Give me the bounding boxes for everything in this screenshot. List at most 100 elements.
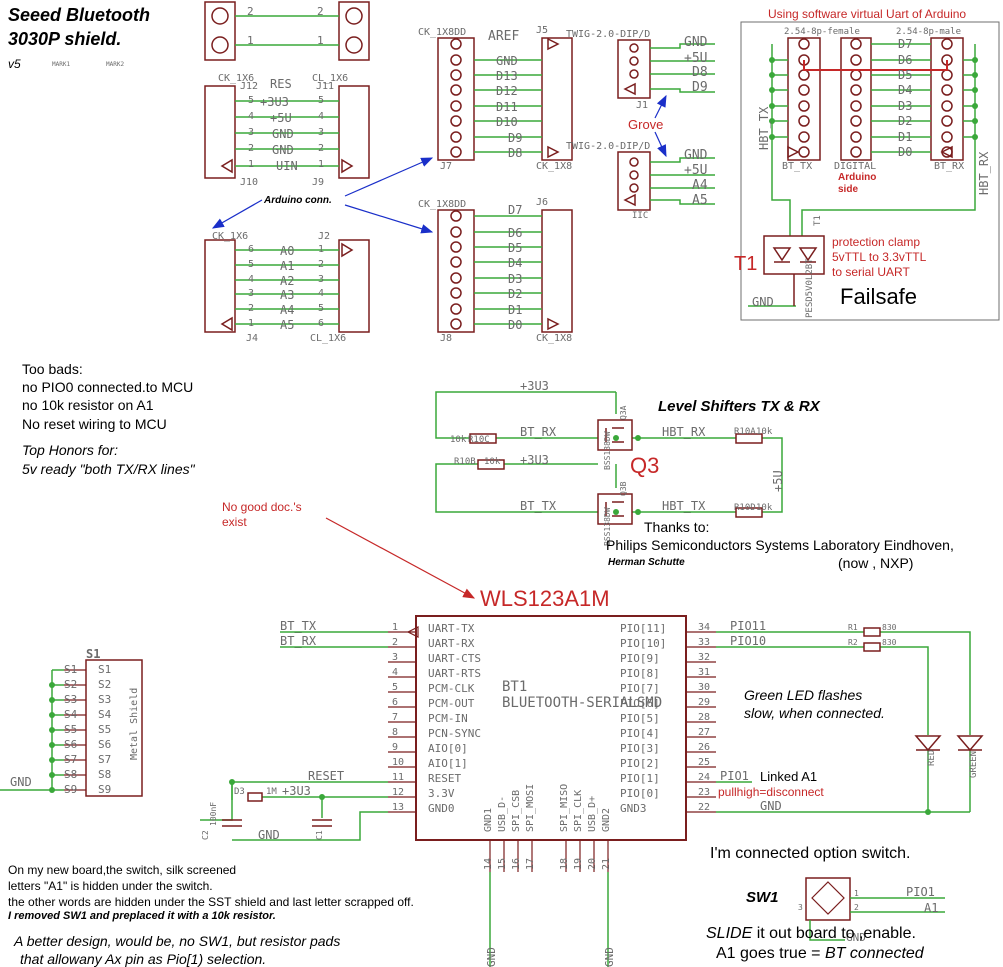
bt1-pin-number: 21 <box>601 857 612 870</box>
net-label: D8 <box>692 65 708 80</box>
v33-net-2: +3U3 <box>520 453 549 467</box>
s1-pin-label: S1 <box>64 663 78 676</box>
arduino-side-note: side <box>838 184 859 195</box>
annotation-arrows <box>211 94 667 599</box>
bt1-pin-name: UART-RX <box>428 637 475 650</box>
bt1-pin-number: 15 <box>497 857 508 870</box>
r-value: 10k <box>756 427 773 437</box>
bt1-pin-name: GND0 <box>428 802 455 815</box>
reset-net: RESET <box>308 769 345 783</box>
v33-net: +3U3 <box>520 379 549 393</box>
q3a-label: Q3A <box>619 405 628 420</box>
s1-pin-label: S6 <box>64 738 78 751</box>
version-label: v5 <box>8 57 21 71</box>
net-label: +5U <box>684 163 708 178</box>
bt1-pin-name: AIO[0] <box>428 742 468 755</box>
pin-label: 3 <box>248 288 255 299</box>
s1-pin-label: S9 <box>64 783 78 796</box>
c2-label: C2 <box>201 830 210 840</box>
digital-header-j7 <box>437 37 573 161</box>
r1-value: 830 <box>882 623 897 632</box>
s1-pin-label: S9 <box>98 783 112 796</box>
herman-note: Herman Schutte <box>608 557 685 568</box>
r-ref: R10A <box>734 427 756 437</box>
green-led-note: slow, when connected. <box>744 705 885 721</box>
pio11-net: PIO11 <box>730 619 767 633</box>
bt1-pin-name: PCN-SYNC <box>428 727 481 740</box>
pin-label: 2 <box>248 303 255 314</box>
no-docs-note: No good doc.'s <box>222 500 302 514</box>
c1-label: C1 <box>315 830 324 840</box>
j10-label: J10 <box>240 177 259 188</box>
clamp-note: to serial UART <box>832 265 910 279</box>
grove-connectors <box>617 39 715 211</box>
top-honors-line: 5v ready "both TX/RX lines" <box>22 461 195 477</box>
digital-header-j8 <box>437 209 573 333</box>
pin-label: 5 <box>248 95 255 106</box>
bt1-pin-number: 32 <box>698 652 711 663</box>
net-label: A1 <box>280 259 295 273</box>
j4-footprint-cl: CL_1X6 <box>310 333 347 344</box>
hbt-rx-net: HBT_RX <box>977 151 991 195</box>
gnd-net-bottom-2: GND <box>603 947 616 967</box>
sw1-a1-net: A1 <box>924 901 939 915</box>
bt1-pin-name: SPI_MISO <box>559 783 570 832</box>
sw1-gnd-net: GND <box>846 931 866 944</box>
failsafe-label: Failsafe <box>840 284 918 309</box>
hbt-rx-net-ls: HBT_RX <box>662 425 706 439</box>
bt1-pin-number: 22 <box>698 802 711 813</box>
s1-pin-label: S4 <box>98 708 112 721</box>
pin-label: 5 <box>248 259 255 270</box>
pin-label: 1 <box>248 159 255 170</box>
top-honors-line: Top Honors for: <box>22 442 118 458</box>
title-line-2: 3030P shield. <box>8 29 122 49</box>
pin-label: 6 <box>248 244 255 255</box>
r-ref: R10B <box>454 457 476 467</box>
net-label: D5 <box>898 68 913 82</box>
bt1-pin-number: 11 <box>392 772 405 783</box>
net-label: A2 <box>280 274 295 288</box>
level-shifters-title: Level Shifters TX & RX <box>658 398 820 415</box>
bt1-pin-name: PIO[10] <box>620 637 667 650</box>
c2-value: 100nF <box>209 801 218 826</box>
r1m-label: 1M <box>266 787 277 797</box>
j5-footprint: CK_1X8 <box>536 161 573 172</box>
sw1-pio1-net: PIO1 <box>906 885 935 899</box>
thanks-note: Thanks to: <box>644 519 710 535</box>
net-label: GND <box>684 35 708 50</box>
bt-rx-net-b: BT_RX <box>280 634 317 648</box>
linked-a1-note: Linked A1 <box>760 769 818 784</box>
net-label: A5 <box>692 193 708 208</box>
pio1-net: PIO1 <box>720 769 749 783</box>
bt1-pin-number: 4 <box>392 667 399 678</box>
j4-label: J4 <box>246 333 259 344</box>
v5-net: +5U <box>771 470 785 492</box>
top-jumper <box>204 1 370 61</box>
a1-true-text: A1 goes true = <box>716 945 825 962</box>
s1-label: S1 <box>86 647 101 661</box>
digital-header-label: DIGITAL <box>834 161 877 172</box>
bt1-pin-number: 7 <box>392 712 399 723</box>
net-label: D4 <box>508 256 523 270</box>
pin-label: 1 <box>318 244 325 255</box>
arduino-conn-note: Arduino conn. <box>264 195 332 206</box>
better-design-note: that allowany Ax pin as Pio[1) selection… <box>20 951 267 967</box>
pullhigh-note: pullhigh=disconnect <box>718 785 824 799</box>
twig-label-1: TWIG-2.0-DIP/D <box>566 29 651 40</box>
j9-footprint: CL_1X6 <box>312 73 349 84</box>
bt1-pin-name: AIO[1] <box>428 757 468 770</box>
header-female-label: 2.54-8p-female <box>784 27 860 37</box>
bottom-note-line: On my new board,the switch, silk screene… <box>8 863 237 877</box>
bt1-pin-number: 28 <box>698 712 711 723</box>
net-label: A4 <box>280 303 295 317</box>
bt-connected-text: BT connected <box>824 945 924 962</box>
bt1-pin-name: GND2 <box>601 807 612 832</box>
net-label: D2 <box>898 114 913 128</box>
bt1-pin-name: UART-CTS <box>428 652 481 665</box>
bt1-pin-name: PIO[0] <box>620 787 660 800</box>
pin-label: 2 <box>317 5 324 18</box>
r-ref: R10C <box>468 435 490 445</box>
mark1-label: MARK1 <box>52 61 71 68</box>
led-green-label: GREEN <box>969 750 979 778</box>
software-uart-note: Using software virtual Uart of Arduino <box>768 7 967 21</box>
